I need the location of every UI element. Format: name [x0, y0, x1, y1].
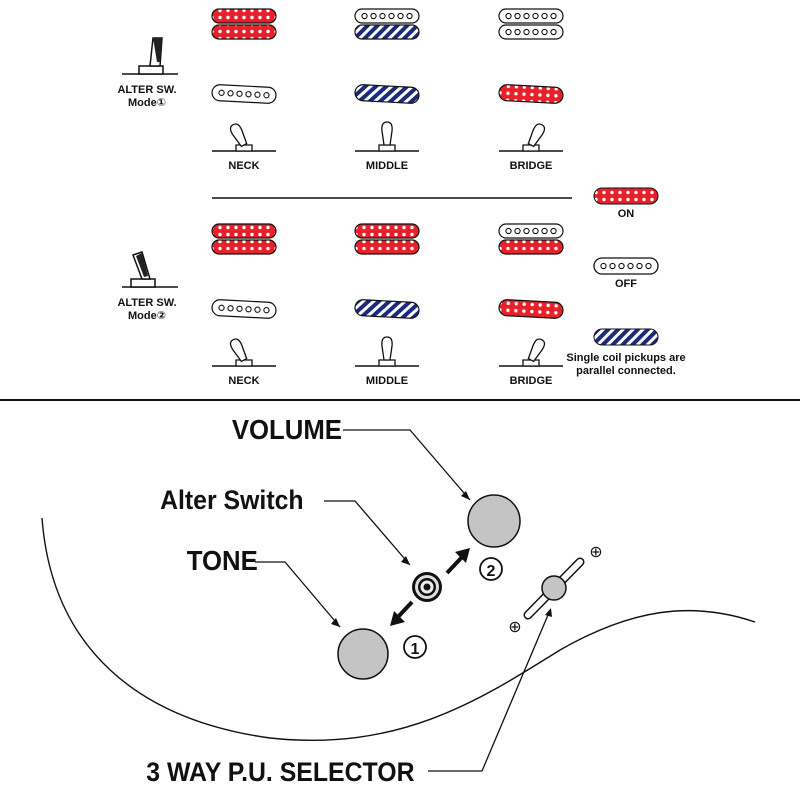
mode1-switch-label: ALTER SW. [117, 84, 176, 96]
mode1-mode-label: Mode① [128, 97, 166, 109]
humbucker-top-coil [354, 8, 420, 24]
single-coil-pickup [354, 299, 420, 319]
selector-label: 3 WAY P.U. SELECTOR [146, 758, 414, 787]
humbucker-top-coil [211, 8, 277, 24]
mode1-column-bridge: BRIDGE [498, 8, 564, 172]
tone-leader-arrowhead [331, 618, 340, 627]
humbucker-bottom-coil [211, 24, 277, 40]
alter-switch-label: Alter Switch [160, 486, 304, 515]
legend-off-label: OFF [615, 278, 637, 290]
position-1-label: 1 [411, 641, 420, 658]
legend-parallel-note-line1: Single coil pickups are [566, 352, 685, 364]
alter-switch-leader-line [324, 500, 411, 566]
humbucker-bottom-coil [498, 24, 564, 40]
legend-parallel-note-line2: parallel connected. [576, 365, 676, 377]
position-1-badge [403, 635, 427, 659]
selector-lever-icon [355, 336, 419, 367]
tone-knob[interactable] [337, 628, 389, 680]
mode1-column-middle: MIDDLE [354, 8, 420, 172]
legend-on-label: ON [618, 208, 635, 220]
volume-leader-line [343, 429, 471, 501]
selector-lever-icon [355, 121, 419, 152]
selector-lever-icon [499, 123, 563, 152]
humbucker-top-coil [354, 223, 420, 239]
position-2-label: 2 [487, 563, 496, 580]
single-coil-pickup [498, 299, 564, 319]
legend-on-swatch [593, 187, 659, 205]
humbucker-top-coil [498, 8, 564, 24]
volume-leader-arrowhead [461, 491, 470, 500]
legend-off-swatch [593, 257, 659, 275]
mode2-column-bridge: BRIDGE [498, 223, 564, 387]
mode2-column-middle: MIDDLE [354, 223, 420, 387]
humbucker-bottom-coil [211, 239, 277, 255]
selector-lever-icon [499, 338, 563, 367]
position-2-badge [479, 557, 503, 581]
position-label: NECK [228, 375, 259, 387]
position-label: BRIDGE [510, 160, 553, 172]
mode1-columns: NECK MIDDLE BRIDGE [211, 8, 564, 172]
humbucker-top-coil [498, 223, 564, 239]
control-layout: VOLUME Alter Switch 2 1 TONE [41, 414, 756, 787]
pickup-selector-switch[interactable] [523, 557, 585, 620]
selector-lever-icon [212, 338, 276, 367]
position-label: BRIDGE [510, 375, 553, 387]
arrow-position-2-icon [445, 548, 470, 575]
alter-switch-mode1-icon [122, 37, 178, 75]
volume-knob[interactable] [467, 494, 521, 548]
position-label: MIDDLE [366, 375, 408, 387]
mode2-column-neck: NECK [211, 223, 277, 387]
mode2-columns: NECK MIDDLE BRIDGE [211, 223, 564, 387]
mode2-section: ALTER SW. Mode② NECK MIDDLE BRIDGE [117, 223, 564, 387]
mode1-column-neck: NECK [211, 8, 277, 172]
legend-parallel-swatch [593, 328, 659, 346]
tone-leader-line [255, 561, 341, 628]
tone-label: TONE [187, 545, 258, 576]
humbucker-bottom-coil [498, 239, 564, 255]
position-label: MIDDLE [366, 160, 408, 172]
selector-leader-arrowhead [545, 608, 552, 617]
alter-switch-knob[interactable] [412, 572, 442, 602]
mode1-section: ALTER SW. Mode① NECK MIDDLE BRIDGE [117, 8, 564, 172]
selector-plus-top-icon: ⊕ [589, 544, 602, 561]
humbucker-bottom-coil [354, 24, 420, 40]
legend: ON OFF Single coil pickups are parallel … [566, 187, 686, 377]
selector-lever-icon [212, 123, 276, 152]
selector-plus-bottom-icon: ⊕ [508, 619, 521, 636]
humbucker-top-coil [211, 223, 277, 239]
guitar-body-outline [41, 517, 756, 742]
single-coil-pickup [354, 84, 420, 104]
alter-switch-mode2-icon [122, 251, 178, 288]
mode2-switch-label: ALTER SW. [117, 297, 176, 309]
single-coil-pickup [211, 299, 277, 319]
position-label: NECK [228, 160, 259, 172]
mode2-mode-label: Mode② [128, 310, 166, 322]
single-coil-pickup [498, 84, 564, 104]
selector-leader-line [428, 614, 549, 772]
volume-label: VOLUME [232, 414, 342, 445]
alter-switch-leader-arrowhead [401, 556, 410, 565]
humbucker-bottom-coil [354, 239, 420, 255]
single-coil-pickup [211, 84, 277, 104]
arrow-position-1-icon [390, 600, 414, 626]
